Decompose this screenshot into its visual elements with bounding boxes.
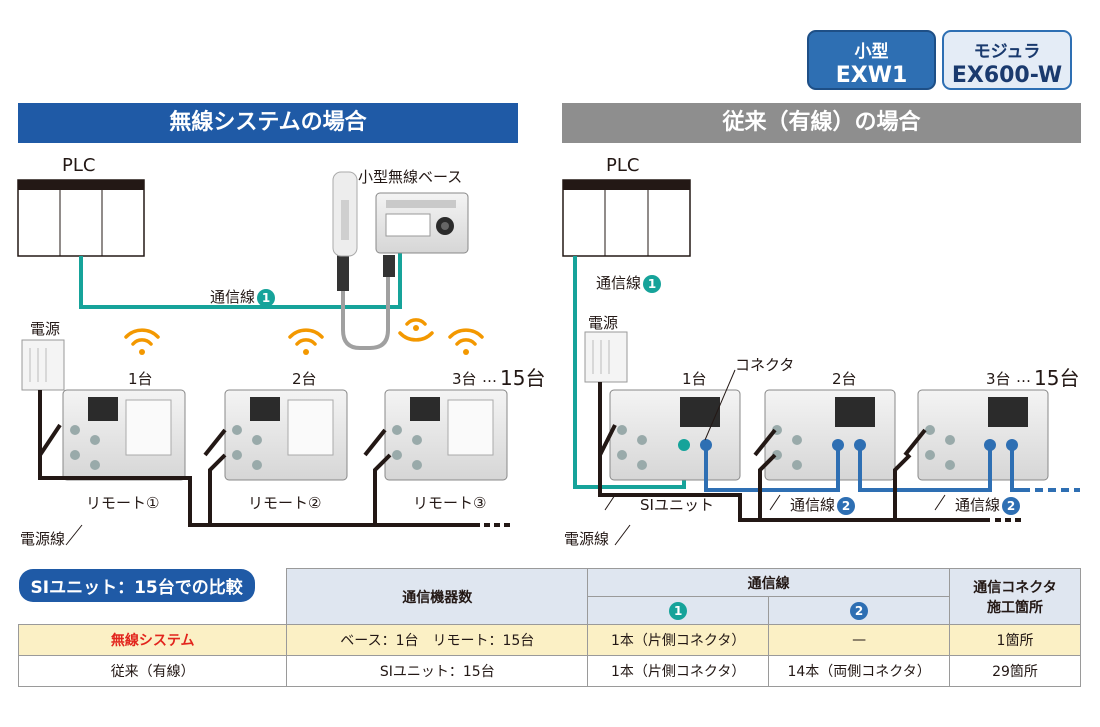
row-wireless-devices: ベース：1台 リモート：15台 [286,624,589,656]
header-devices: 通信機器数 [286,568,589,625]
comm-line-2-label-a-text: 通信線 [790,496,836,514]
power-line-label-right: 電源線 [564,530,610,548]
row-wired-comm1: 1本（片側コネクタ） [587,655,770,687]
table-title: SIユニット：15台での比較 [18,568,255,602]
table-title-cell: SIユニット：15台での比較 [18,568,287,625]
si-unit-label-leader [604,494,616,511]
comm-line-2-label-b-text: 通信線 [955,496,1001,514]
badge-modular-line2: EX600-W [951,63,1063,88]
row-wired-connector: 29箇所 [949,655,1081,687]
comm-line-1-marker-left: 1 [257,289,276,307]
remote-3-label: リモート③ [413,494,487,512]
si-count-3: 3台 [986,370,1011,388]
remote-2-label: リモート② [248,494,322,512]
power-supply-left [21,339,65,391]
power-label-right: 電源 [588,314,619,332]
antenna-icon [332,171,358,257]
plc-left [17,179,145,257]
comm-line-2-marker-a: 2 [837,497,856,515]
comm-line-2-leader-a [769,494,781,511]
plc-label-left: PLC [62,155,96,176]
row-wired-label: 従来（有線） [17,655,288,687]
badge-small-line2: EXW1 [835,63,908,88]
plc-right [562,179,691,257]
comm-line-label-left-text: 通信線 [210,288,256,306]
si-ellipsis: … [1016,368,1031,386]
si-count-1: 1台 [682,370,707,388]
unit-count-1: 1台 [128,370,153,388]
badge-modular-line1: モジュラ [973,42,1041,62]
table-row-wired: 従来（有線） SIユニット：15台 1本（片側コネクタ） 14本（両側コネクタ）… [17,655,1081,687]
unit-count-3: 3台 [452,370,477,388]
row-wireless-comm2: — [768,624,951,656]
header-comm-2: 2 [768,596,951,625]
row-wireless-comm1: 1本（片側コネクタ） [587,624,770,656]
header-comm-2-marker: 2 [850,601,869,620]
row-wired-comm2: 14本（両側コネクタ） [768,655,951,687]
wireless-base-label: 小型無線ベース [358,168,463,186]
badge-small-line1: 小型 [854,42,889,62]
connector-label: コネクタ [735,356,795,374]
si-count-2: 2台 [832,370,857,388]
si-total: 15台 [1034,366,1080,390]
comm-line-1-marker-right: 1 [643,275,662,293]
remote-1-label: リモート① [86,494,160,512]
comm-line-2 [704,445,1030,492]
power-label-left: 電源 [30,320,61,338]
header-comm-1: 1 [587,596,770,625]
power-supply-right [584,331,628,383]
power-line-label-left: 電源線 [20,530,66,548]
wireless-base [375,192,469,254]
comparison-table: SIユニット：15台での比較 通信機器数 通信線 通信コネクタ 施工箇所 1 2… [17,568,1081,687]
comm-line-2-leader-b [934,494,946,511]
header-comm-line: 通信線 [587,568,951,597]
header-connector-line2: 施工箇所 [987,599,1044,616]
comm-line-left [79,250,402,309]
row-wired-devices: SIユニット：15台 [286,655,589,687]
unit-total-left: 15台 [500,366,546,390]
wireless-section-title: 無線システムの場合 [18,103,518,143]
comm-line-label-right-text: 通信線 [596,274,642,292]
si-unit-label: SIユニット [640,496,714,514]
power-line-label-leader-left [65,524,83,546]
comm-line-2-marker-b: 2 [1002,497,1021,515]
antenna-cable [341,275,390,350]
unit-ellipsis-left: … [482,368,497,386]
header-comm-1-marker: 1 [669,601,688,620]
row-wireless-connector: 1箇所 [949,624,1081,656]
header-connector: 通信コネクタ 施工箇所 [949,568,1081,625]
unit-count-2: 2台 [292,370,317,388]
remote-units [62,389,508,481]
badge-small-exw1: 小型 EXW1 [807,30,936,90]
wired-section-title: 従来（有線）の場合 [562,103,1081,143]
si-units [609,389,1049,481]
badge-modular-ex600: モジュラ EX600-W [942,30,1072,90]
power-line-right [598,382,990,522]
power-line-label-leader-right [614,524,631,546]
connector-label-leader [704,369,736,441]
plc-label-right: PLC [606,155,640,176]
power-line-left [38,390,480,527]
wireless-signal-icons [124,318,484,355]
table-row-wireless: 無線システム ベース：1台 リモート：15台 1本（片側コネクタ） — 1箇所 [17,624,1081,656]
header-connector-line1: 通信コネクタ [973,579,1057,596]
row-wireless-label: 無線システム [17,624,288,656]
